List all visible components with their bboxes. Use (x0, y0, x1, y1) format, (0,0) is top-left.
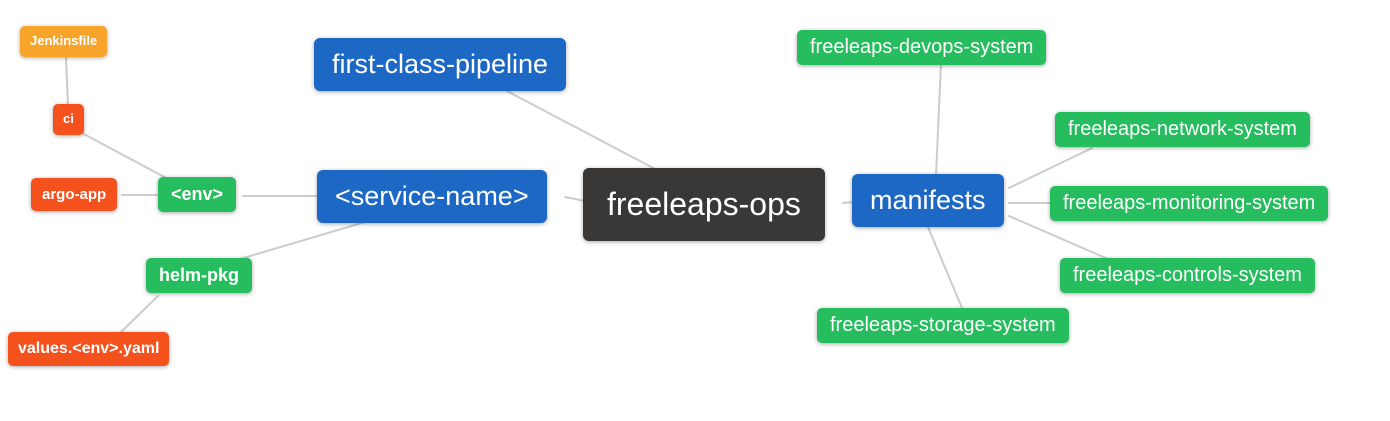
node-manifests[interactable]: manifests (852, 174, 1004, 228)
edge-helm-pkg-service-name (239, 221, 366, 260)
node-freeleaps-monitoring-system[interactable]: freeleaps-monitoring-system (1050, 186, 1329, 221)
edge-service-name-freeleaps-ops (564, 196, 586, 202)
node-freeleaps-ops[interactable]: freeleaps-ops (583, 168, 825, 241)
node-freeleaps-storage-system[interactable]: freeleaps-storage-system (817, 308, 1069, 343)
node-freeleaps-devops-system[interactable]: freeleaps-devops-system (797, 30, 1047, 65)
node-ci[interactable]: ci (53, 104, 84, 135)
edge-values-helm-pkg (119, 295, 159, 334)
node-freeleaps-network-system[interactable]: freeleaps-network-system (1055, 112, 1310, 147)
edge-ci-env (81, 132, 169, 180)
edge-manifests-controls (1008, 215, 1109, 260)
edge-manifests-storage (927, 226, 963, 309)
edge-manifests-devops (935, 63, 942, 176)
node-freeleaps-controls-system[interactable]: freeleaps-controls-system (1060, 258, 1315, 293)
node-service-name[interactable]: <service-name> (317, 170, 547, 224)
edge-jenkinsfile-ci (65, 57, 69, 107)
node-argo-app[interactable]: argo-app (31, 178, 118, 212)
edge-manifests-network (1008, 147, 1093, 189)
node-jenkinsfile[interactable]: Jenkinsfile (20, 26, 108, 57)
node-first-class-pipeline[interactable]: first-class-pipeline (314, 38, 567, 92)
node-helm-pkg[interactable]: helm-pkg (146, 258, 253, 293)
node-values-env-yaml[interactable]: values.<env>.yaml (8, 332, 170, 367)
edge-pipeline-freeleaps-ops (504, 89, 658, 171)
node-env[interactable]: <env> (158, 177, 237, 212)
